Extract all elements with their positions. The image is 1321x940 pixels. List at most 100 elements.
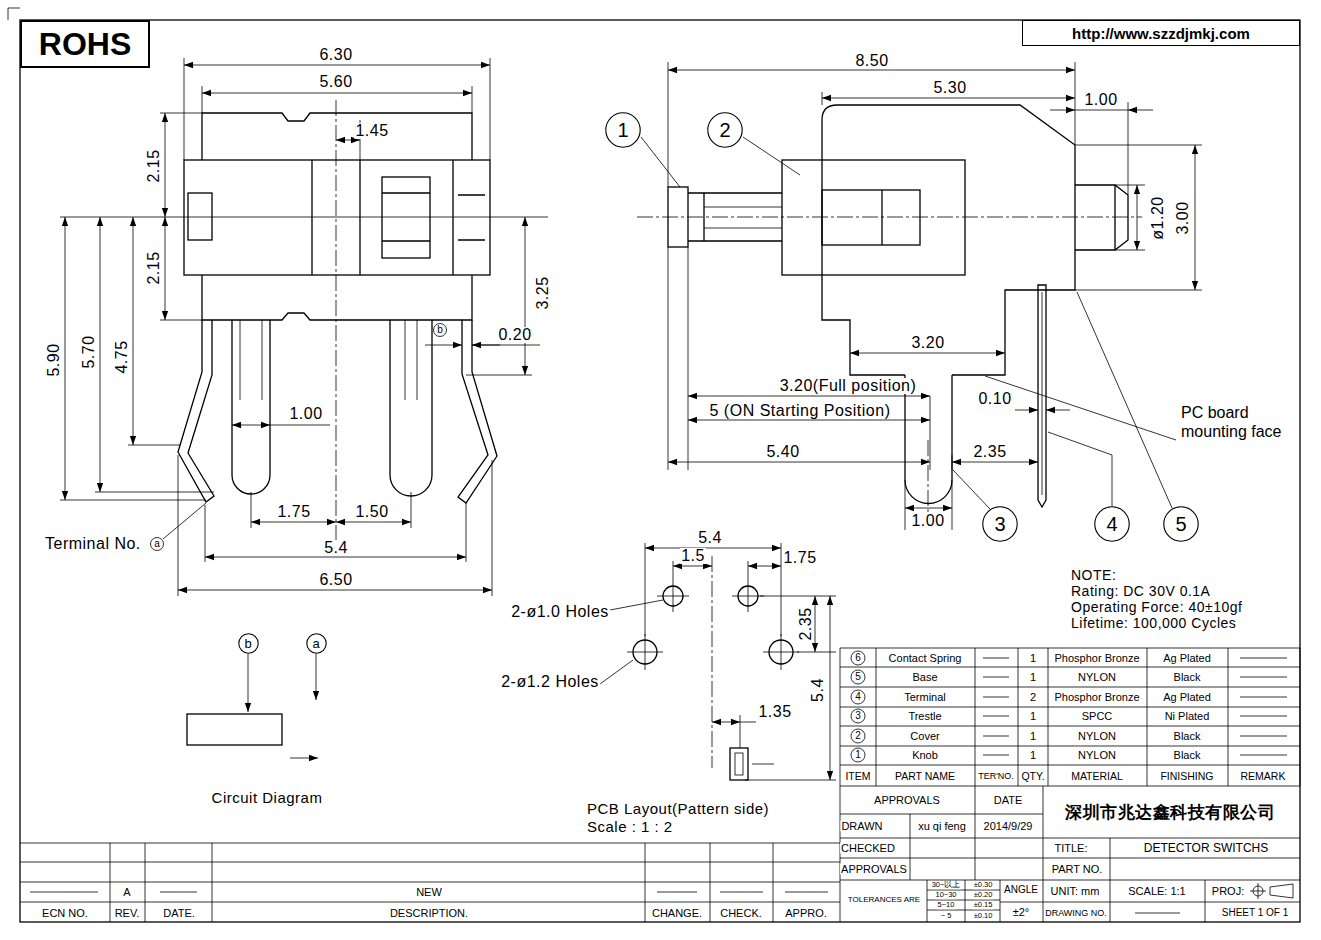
front-view [382, 177, 430, 258]
title-block [1250, 883, 1293, 899]
parts-table [840, 648, 1300, 786]
front-view [336, 100, 337, 545]
title-block-text: ±0.15 [973, 901, 994, 909]
title-block-text: ~ 5 [940, 912, 953, 920]
parts-table [851, 709, 865, 723]
circle-outline [708, 113, 742, 147]
title-block-text: DESCRIPTION. [389, 908, 469, 919]
badge-text: ROHS [39, 28, 131, 60]
dimension-text: 3.25 [535, 275, 551, 310]
dimension-text: 2.35 [798, 606, 814, 641]
circle-outline [238, 633, 257, 652]
leader-text: 2-ø1.0 Holes [510, 604, 610, 620]
dimension-text: 3.20(Full position) [779, 378, 918, 394]
dimension-text: 5.40 [765, 444, 800, 460]
title-block-text: CHECK. [719, 908, 763, 919]
dimension-text: 6.50 [318, 572, 353, 588]
title-block-text: ECN NO. [41, 908, 89, 919]
pcb-layout [627, 580, 799, 670]
table-header: PART NAME [894, 771, 956, 782]
side-view [704, 207, 782, 228]
title-block-text: 深圳市兆达鑫科技有限公司 [1064, 804, 1276, 821]
leader-line [953, 470, 990, 509]
table-cell: Cover [909, 731, 940, 742]
title-block-text: UNIT: mm [1050, 886, 1101, 897]
dimension-text: 0.10 [977, 391, 1012, 407]
dimension-lines [202, 93, 472, 94]
dimension-lines [60, 58, 532, 596]
table-cell: NYLON [1077, 731, 1117, 742]
dimension-text: 4.75 [114, 339, 130, 374]
dimension-lines [163, 503, 206, 539]
note-text: NOTE: [1070, 568, 1117, 582]
title-block-text: ECN NO. [41, 908, 89, 919]
title-block-text: NEW [415, 887, 443, 898]
table-header: REMARK [1240, 771, 1287, 782]
table-cell: 1 [1029, 750, 1037, 761]
title-block-text: ±2° [1012, 907, 1031, 918]
table-cell: NYLON [1077, 672, 1117, 683]
table-cell: Trestle [907, 711, 942, 722]
dimension-lines [232, 425, 270, 426]
side-view [822, 275, 905, 375]
title-block-text: CHECKED [840, 843, 896, 854]
title-block [927, 880, 1000, 922]
side-view [881, 190, 882, 245]
title-block-text: REV. [114, 908, 141, 919]
dimension-lines [1050, 110, 1075, 111]
front-view [202, 113, 472, 160]
parts-table [851, 690, 865, 704]
side-view [822, 190, 920, 245]
dimension-lines [205, 557, 466, 558]
front-view [405, 320, 417, 400]
title-block-text: DATE. [162, 908, 196, 919]
table-cell: NYLON [1077, 731, 1117, 742]
table-cell: 1 [1029, 731, 1037, 742]
dimension-lines [1137, 185, 1138, 250]
circle-outline [606, 113, 640, 147]
dimension-text: 5 (ON Starting Position) [709, 403, 892, 419]
leader-text: mounting face [1180, 424, 1283, 440]
table-header: FINISHING [1159, 771, 1214, 782]
terminal-circle: b [238, 633, 259, 654]
table-cell: 1 [1029, 672, 1037, 683]
caption-text: Scale : 1 : 2 [586, 819, 674, 834]
dimension-lines [184, 65, 490, 66]
table-header: MATERIAL [1070, 771, 1124, 782]
circle-outline [983, 507, 1017, 541]
title-block-text: 2014/9/29 [983, 821, 1034, 832]
title-block-text: APPROVALS [873, 795, 941, 806]
callout-circle: 5 [1163, 506, 1199, 542]
dimension-lines [688, 420, 930, 421]
revision-block [20, 843, 840, 922]
drawing-frame [8, 8, 1300, 922]
leader-text: Terminal No. [44, 536, 142, 552]
dimension-text: 1.75 [782, 550, 817, 566]
dimension-text: 6.50 [318, 572, 353, 588]
dimension-text: 1.00 [1083, 92, 1118, 108]
website-box: http://www.szzdjmkj.com [1022, 20, 1300, 46]
table-cell: Ag Plated [1162, 692, 1212, 703]
callout-circle: 3 [982, 506, 1018, 542]
title-block-text: NEW [415, 887, 443, 898]
dimension-lines [60, 58, 540, 596]
table-header: TER'NO. [977, 772, 1015, 781]
dimension-lines [151, 538, 164, 551]
dimension-text: 5.30 [932, 80, 967, 96]
title-block-text: xu qi feng [917, 821, 967, 832]
table-cell: Knob [911, 750, 939, 761]
dimension-text: 5.60 [318, 74, 353, 90]
table-cell: 1 [1029, 750, 1037, 761]
table-cell: Ag Plated [1162, 653, 1212, 664]
dimension-lines [668, 70, 1075, 71]
title-block-text: DATE. [162, 908, 196, 919]
dimension-text: 3.20 [910, 335, 945, 351]
circle-outline [1164, 507, 1198, 541]
dimension-text: 5.4 [697, 530, 723, 546]
callout-circle: 4 [1094, 506, 1130, 542]
leader-line [1077, 292, 1172, 508]
terminal-letter: b [436, 325, 444, 335]
drawing-frame [20, 20, 1300, 922]
dimension-text: 1.00 [288, 406, 323, 422]
title-block-text: DRAWING NO. [1044, 909, 1108, 918]
